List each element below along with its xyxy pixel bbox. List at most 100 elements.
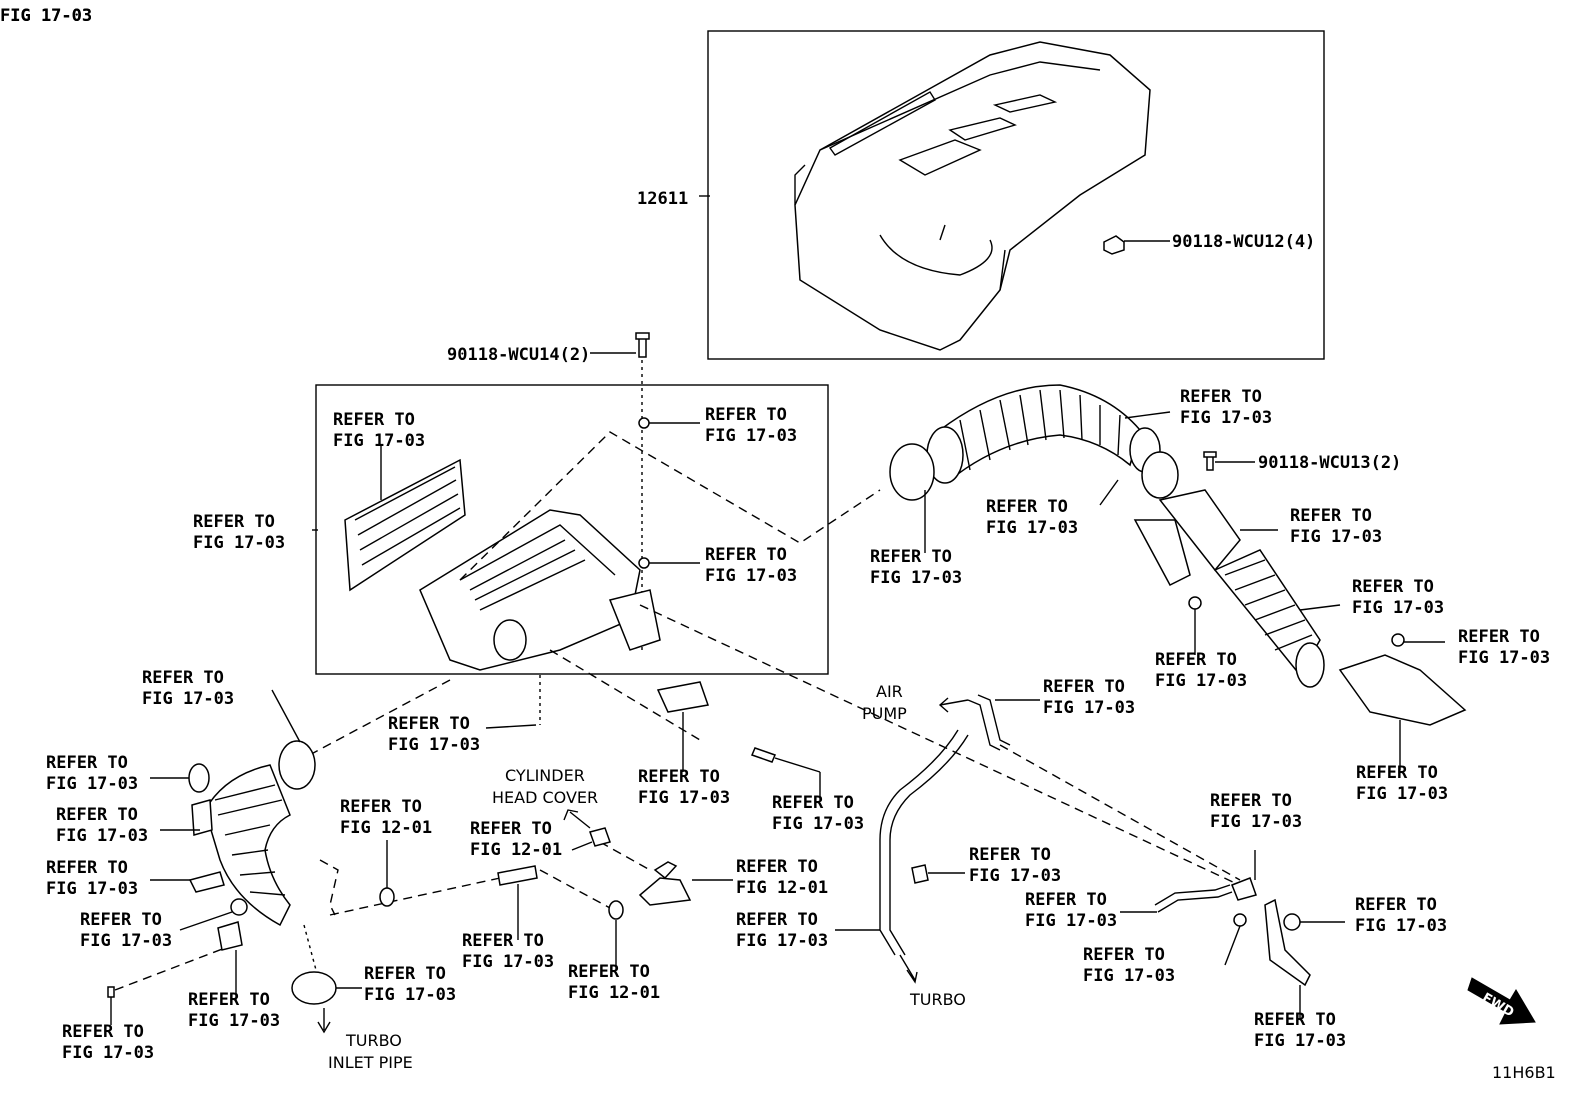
refer-label-line2: FIG 17-03 bbox=[333, 431, 425, 451]
clamp-left-icon bbox=[278, 740, 316, 790]
refer-label-line2: FIG 17-03 bbox=[80, 931, 172, 951]
air-pump-label-1: AIR bbox=[876, 682, 903, 701]
refer-label-line1: REFER TO bbox=[1254, 1010, 1336, 1030]
bolt-low-icon bbox=[1233, 913, 1247, 927]
refer-label-line1: REFER TO bbox=[1155, 650, 1237, 670]
refer-label-line1: REFER TO bbox=[969, 845, 1051, 865]
refer-label-line1: REFER TO bbox=[772, 793, 854, 813]
screw-icon bbox=[750, 747, 777, 763]
refer-label-line1: REFER TO bbox=[986, 497, 1068, 517]
refer-label-line2: FIG 17-03 bbox=[736, 931, 828, 951]
refer-label-line1: REFER TO bbox=[1290, 506, 1372, 526]
sensor-icon bbox=[656, 681, 709, 713]
pcv-clip-3-icon bbox=[589, 827, 611, 847]
refer-label-line2: FIG 17-03 bbox=[188, 1011, 280, 1031]
refer-label-line2: FIG 17-03 bbox=[1458, 648, 1550, 668]
refer-label-line1: REFER TO bbox=[340, 797, 422, 817]
clip-a-icon bbox=[188, 763, 210, 793]
refer-label-line1: REFER TO bbox=[1355, 895, 1437, 915]
refer-label-line1: REFER TO bbox=[736, 910, 818, 930]
refer-label-line2: FIG 17-03 bbox=[62, 1043, 154, 1063]
refer-label-line2: FIG 12-01 bbox=[340, 818, 432, 838]
refer-label-line1: REFER TO bbox=[705, 405, 787, 425]
part-number-cover-nut: 90118-WCU12(4) bbox=[1172, 232, 1315, 252]
air-pump-hose bbox=[967, 694, 1011, 751]
clamp-bottom-icon bbox=[291, 971, 337, 1005]
refer-label-line2: FIG 17-03 bbox=[193, 533, 285, 553]
refer-label-line1: REFER TO bbox=[188, 990, 270, 1010]
refer-label-line2: FIG 17-03 bbox=[638, 788, 730, 808]
refer-label-line2: FIG 17-03 bbox=[364, 985, 456, 1005]
intake-elbow bbox=[204, 764, 291, 927]
refer-label-line1: REFER TO bbox=[705, 545, 787, 565]
refer-label-line1: REFER TO bbox=[1083, 945, 1165, 965]
refer-label-line2: FIG 17-03 bbox=[1210, 812, 1302, 832]
refer-label-line1: REFER TO bbox=[1356, 763, 1438, 783]
refer-label-line2: FIG 17-03 bbox=[1025, 911, 1117, 931]
refer-label-line2: FIG 12-01 bbox=[736, 878, 828, 898]
refer-label-line1: REFER TO bbox=[56, 805, 138, 825]
nut-low-icon bbox=[1283, 913, 1301, 931]
air-filter-element bbox=[344, 458, 466, 592]
fitting-tube bbox=[1154, 884, 1233, 913]
hose-clamp-upper bbox=[889, 443, 1179, 501]
turbo-label: TURBO bbox=[909, 990, 966, 1009]
clip-d-icon bbox=[230, 898, 248, 916]
part-number-12611: 12611 bbox=[637, 189, 688, 209]
illustration-code: 11H6B1 bbox=[1492, 1063, 1556, 1082]
refer-label-line1: REFER TO bbox=[46, 753, 128, 773]
refer-label-line2: FIG 17-03 bbox=[705, 426, 797, 446]
refer-label-line1: REFER TO bbox=[62, 1022, 144, 1042]
refer-label-line2: FIG 17-03 bbox=[705, 566, 797, 586]
refer-label-line2: FIG 17-03 bbox=[870, 568, 962, 588]
refer-label-line1: REFER TO bbox=[1458, 627, 1540, 647]
part-number-air-cleaner-bolt: 90118-WCU14(2) bbox=[447, 345, 590, 365]
refer-label-line2: FIG 17-03 bbox=[772, 814, 864, 834]
valve-icon bbox=[911, 864, 929, 884]
bolt-upper-right-icon bbox=[1203, 451, 1217, 471]
engine-cover-illustration bbox=[794, 41, 1151, 351]
fitting-icon bbox=[1231, 877, 1257, 901]
refer-label-line2: FIG 17-03 bbox=[0, 6, 92, 26]
pcv-hose bbox=[638, 861, 692, 906]
refer-label-line1: REFER TO bbox=[1025, 890, 1107, 910]
refer-label-line1: REFER TO bbox=[462, 931, 544, 951]
refer-label-line2: FIG 12-01 bbox=[470, 840, 562, 860]
refer-label-line2: FIG 17-03 bbox=[462, 952, 554, 972]
intake-duct bbox=[1133, 489, 1241, 586]
cover-nut-icon bbox=[1103, 235, 1125, 255]
refer-label-line2: FIG 17-03 bbox=[1352, 598, 1444, 618]
refer-label-line2: FIG 17-03 bbox=[1254, 1031, 1346, 1051]
clip-f-icon bbox=[107, 986, 115, 998]
refer-label-line1: REFER TO bbox=[1352, 577, 1434, 597]
refer-label-line1: REFER TO bbox=[388, 714, 470, 734]
fwd-arrow-icon: FWD bbox=[1467, 977, 1536, 1025]
refer-label-line2: FIG 17-03 bbox=[46, 774, 138, 794]
pcv-clip-2-icon bbox=[608, 900, 624, 920]
refer-label-line2: FIG 17-03 bbox=[1356, 784, 1448, 804]
refer-label-line1: REFER TO bbox=[193, 512, 275, 532]
refer-label-line1: REFER TO bbox=[46, 858, 128, 878]
refer-label-line2: FIG 17-03 bbox=[1043, 698, 1135, 718]
refer-label-line2: FIG 17-03 bbox=[1180, 408, 1272, 428]
refer-label-line1: REFER TO bbox=[638, 767, 720, 787]
pcv-pipe bbox=[497, 865, 538, 886]
cylinder-head-label-2: HEAD COVER bbox=[492, 788, 598, 807]
refer-label-line1: REFER TO bbox=[333, 410, 415, 430]
refer-label-line1: REFER TO bbox=[80, 910, 162, 930]
grommet-top-icon bbox=[638, 417, 650, 429]
turbo-hose bbox=[879, 729, 969, 956]
refer-label-line2: FIG 17-03 bbox=[1083, 966, 1175, 986]
refer-label-line2: FIG 17-03 bbox=[388, 735, 480, 755]
bellows-hose bbox=[1213, 549, 1325, 688]
refer-label-line1: REFER TO bbox=[870, 547, 952, 567]
refer-label-line1: REFER TO bbox=[142, 668, 224, 688]
refer-label-line1: REFER TO bbox=[470, 819, 552, 839]
refer-label-line1: REFER TO bbox=[568, 962, 650, 982]
grommet-mid-icon bbox=[638, 557, 650, 569]
refer-label-line1: REFER TO bbox=[1043, 677, 1125, 697]
bracket-low-icon bbox=[1264, 898, 1311, 987]
air-cleaner-housing bbox=[419, 509, 661, 671]
